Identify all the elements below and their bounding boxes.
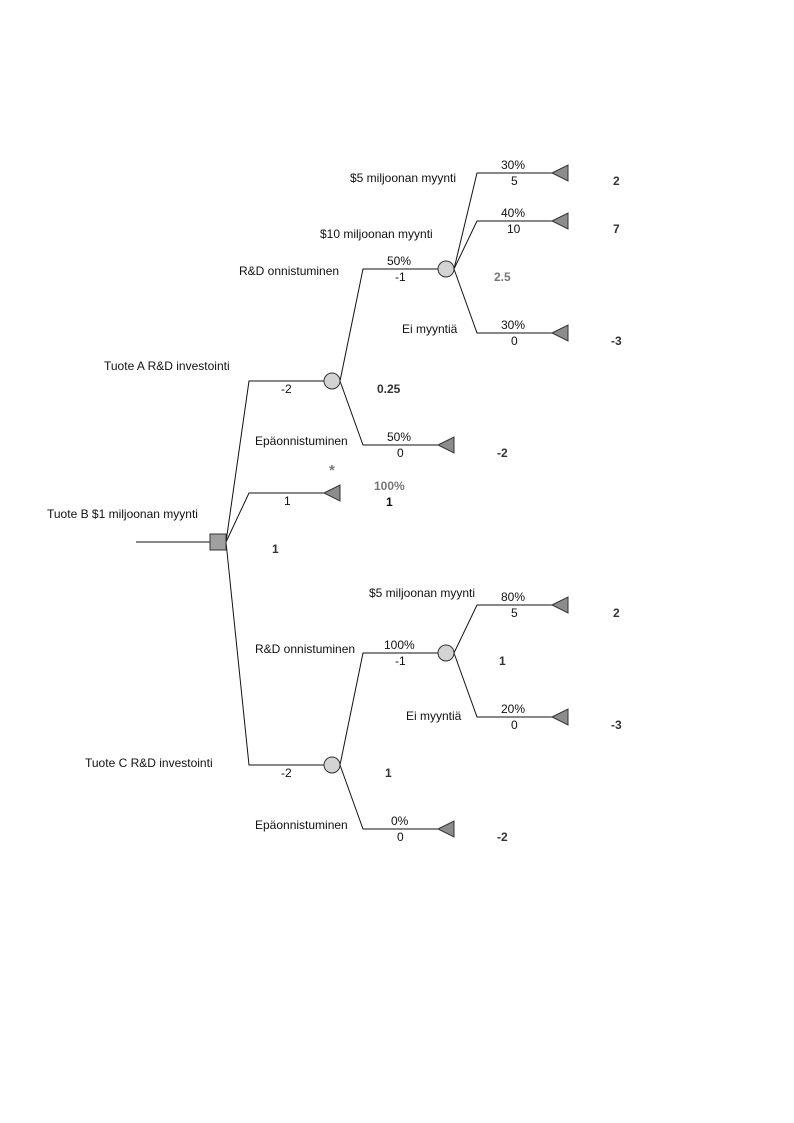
option-a-label: Tuote A R&D investointi (104, 359, 230, 373)
c-outcome-1-prob: 80% (501, 590, 525, 604)
chance-node-c-success (437, 644, 455, 662)
a-outcome-1-payoff: 2 (613, 174, 620, 188)
option-b-cost: 1 (284, 494, 291, 508)
decision-value: 1 (272, 542, 279, 556)
option-c-ev: 1 (385, 766, 392, 780)
a-failure-cost: 0 (397, 446, 404, 460)
a-success-prob: 50% (387, 254, 411, 268)
c-outcome-2-value: 0 (511, 718, 518, 732)
a-outcome-1-value: 5 (511, 174, 518, 188)
chance-node-a (323, 372, 341, 390)
optimal-path-marker: * (329, 462, 335, 479)
c-outcome-1-payoff: 2 (613, 606, 620, 620)
a-failure-payoff: -2 (497, 446, 508, 460)
terminal-node (322, 484, 341, 502)
c-outcome-2-payoff: -3 (611, 718, 622, 732)
chance-node-a-success (437, 260, 455, 278)
decision-node (209, 533, 227, 551)
option-b-label: Tuote B $1 miljoonan myynti (47, 507, 198, 521)
a-outcome-1-label: $5 miljoonan myynti (350, 171, 456, 185)
c-success-ev: 1 (499, 654, 506, 668)
terminal-node (550, 164, 569, 182)
a-failure-label: Epäonnistuminen (255, 434, 348, 448)
a-outcome-3-value: 0 (511, 334, 518, 348)
option-c-cost: -2 (281, 766, 292, 780)
a-outcome-2-value: 10 (507, 222, 521, 236)
terminal-node (436, 436, 455, 454)
a-outcome-2-label: $10 miljoonan myynti (320, 227, 433, 241)
c-outcome-2-label: Ei myyntiä (406, 709, 462, 723)
option-c-label: Tuote C R&D investointi (85, 756, 213, 770)
a-outcome-2-prob: 40% (501, 206, 525, 220)
c-outcome-2-prob: 20% (501, 702, 525, 716)
option-b-payoff: 1 (386, 495, 393, 509)
terminal-node (550, 596, 569, 614)
c-failure-prob: 0% (391, 814, 409, 828)
option-b-prob: 100% (374, 479, 405, 493)
terminal-node (550, 212, 569, 230)
a-outcome-1-prob: 30% (501, 158, 525, 172)
c-success-cost: -1 (395, 654, 406, 668)
c-success-label: R&D onnistuminen (255, 642, 355, 656)
tree-connectors (136, 172, 552, 830)
terminal-node (550, 324, 569, 342)
c-outcome-1-value: 5 (511, 606, 518, 620)
a-outcome-3-payoff: -3 (611, 334, 622, 348)
terminal-node (550, 708, 569, 726)
a-success-ev: 2.5 (494, 270, 511, 284)
a-outcome-2-payoff: 7 (613, 222, 620, 236)
terminal-node (436, 820, 455, 838)
a-outcome-3-prob: 30% (501, 318, 525, 332)
c-failure-cost: 0 (397, 830, 404, 844)
c-failure-label: Epäonnistuminen (255, 818, 348, 832)
c-failure-payoff: -2 (497, 830, 508, 844)
c-success-prob: 100% (384, 638, 415, 652)
option-a-cost: -2 (281, 382, 292, 396)
option-a-ev: 0.25 (377, 382, 401, 396)
a-success-label: R&D onnistuminen (239, 264, 339, 278)
chance-node-c (323, 756, 341, 774)
a-success-cost: -1 (395, 270, 406, 284)
a-outcome-3-label: Ei myyntiä (402, 322, 458, 336)
a-failure-prob: 50% (387, 430, 411, 444)
c-outcome-1-label: $5 miljoonan myynti (369, 586, 475, 600)
